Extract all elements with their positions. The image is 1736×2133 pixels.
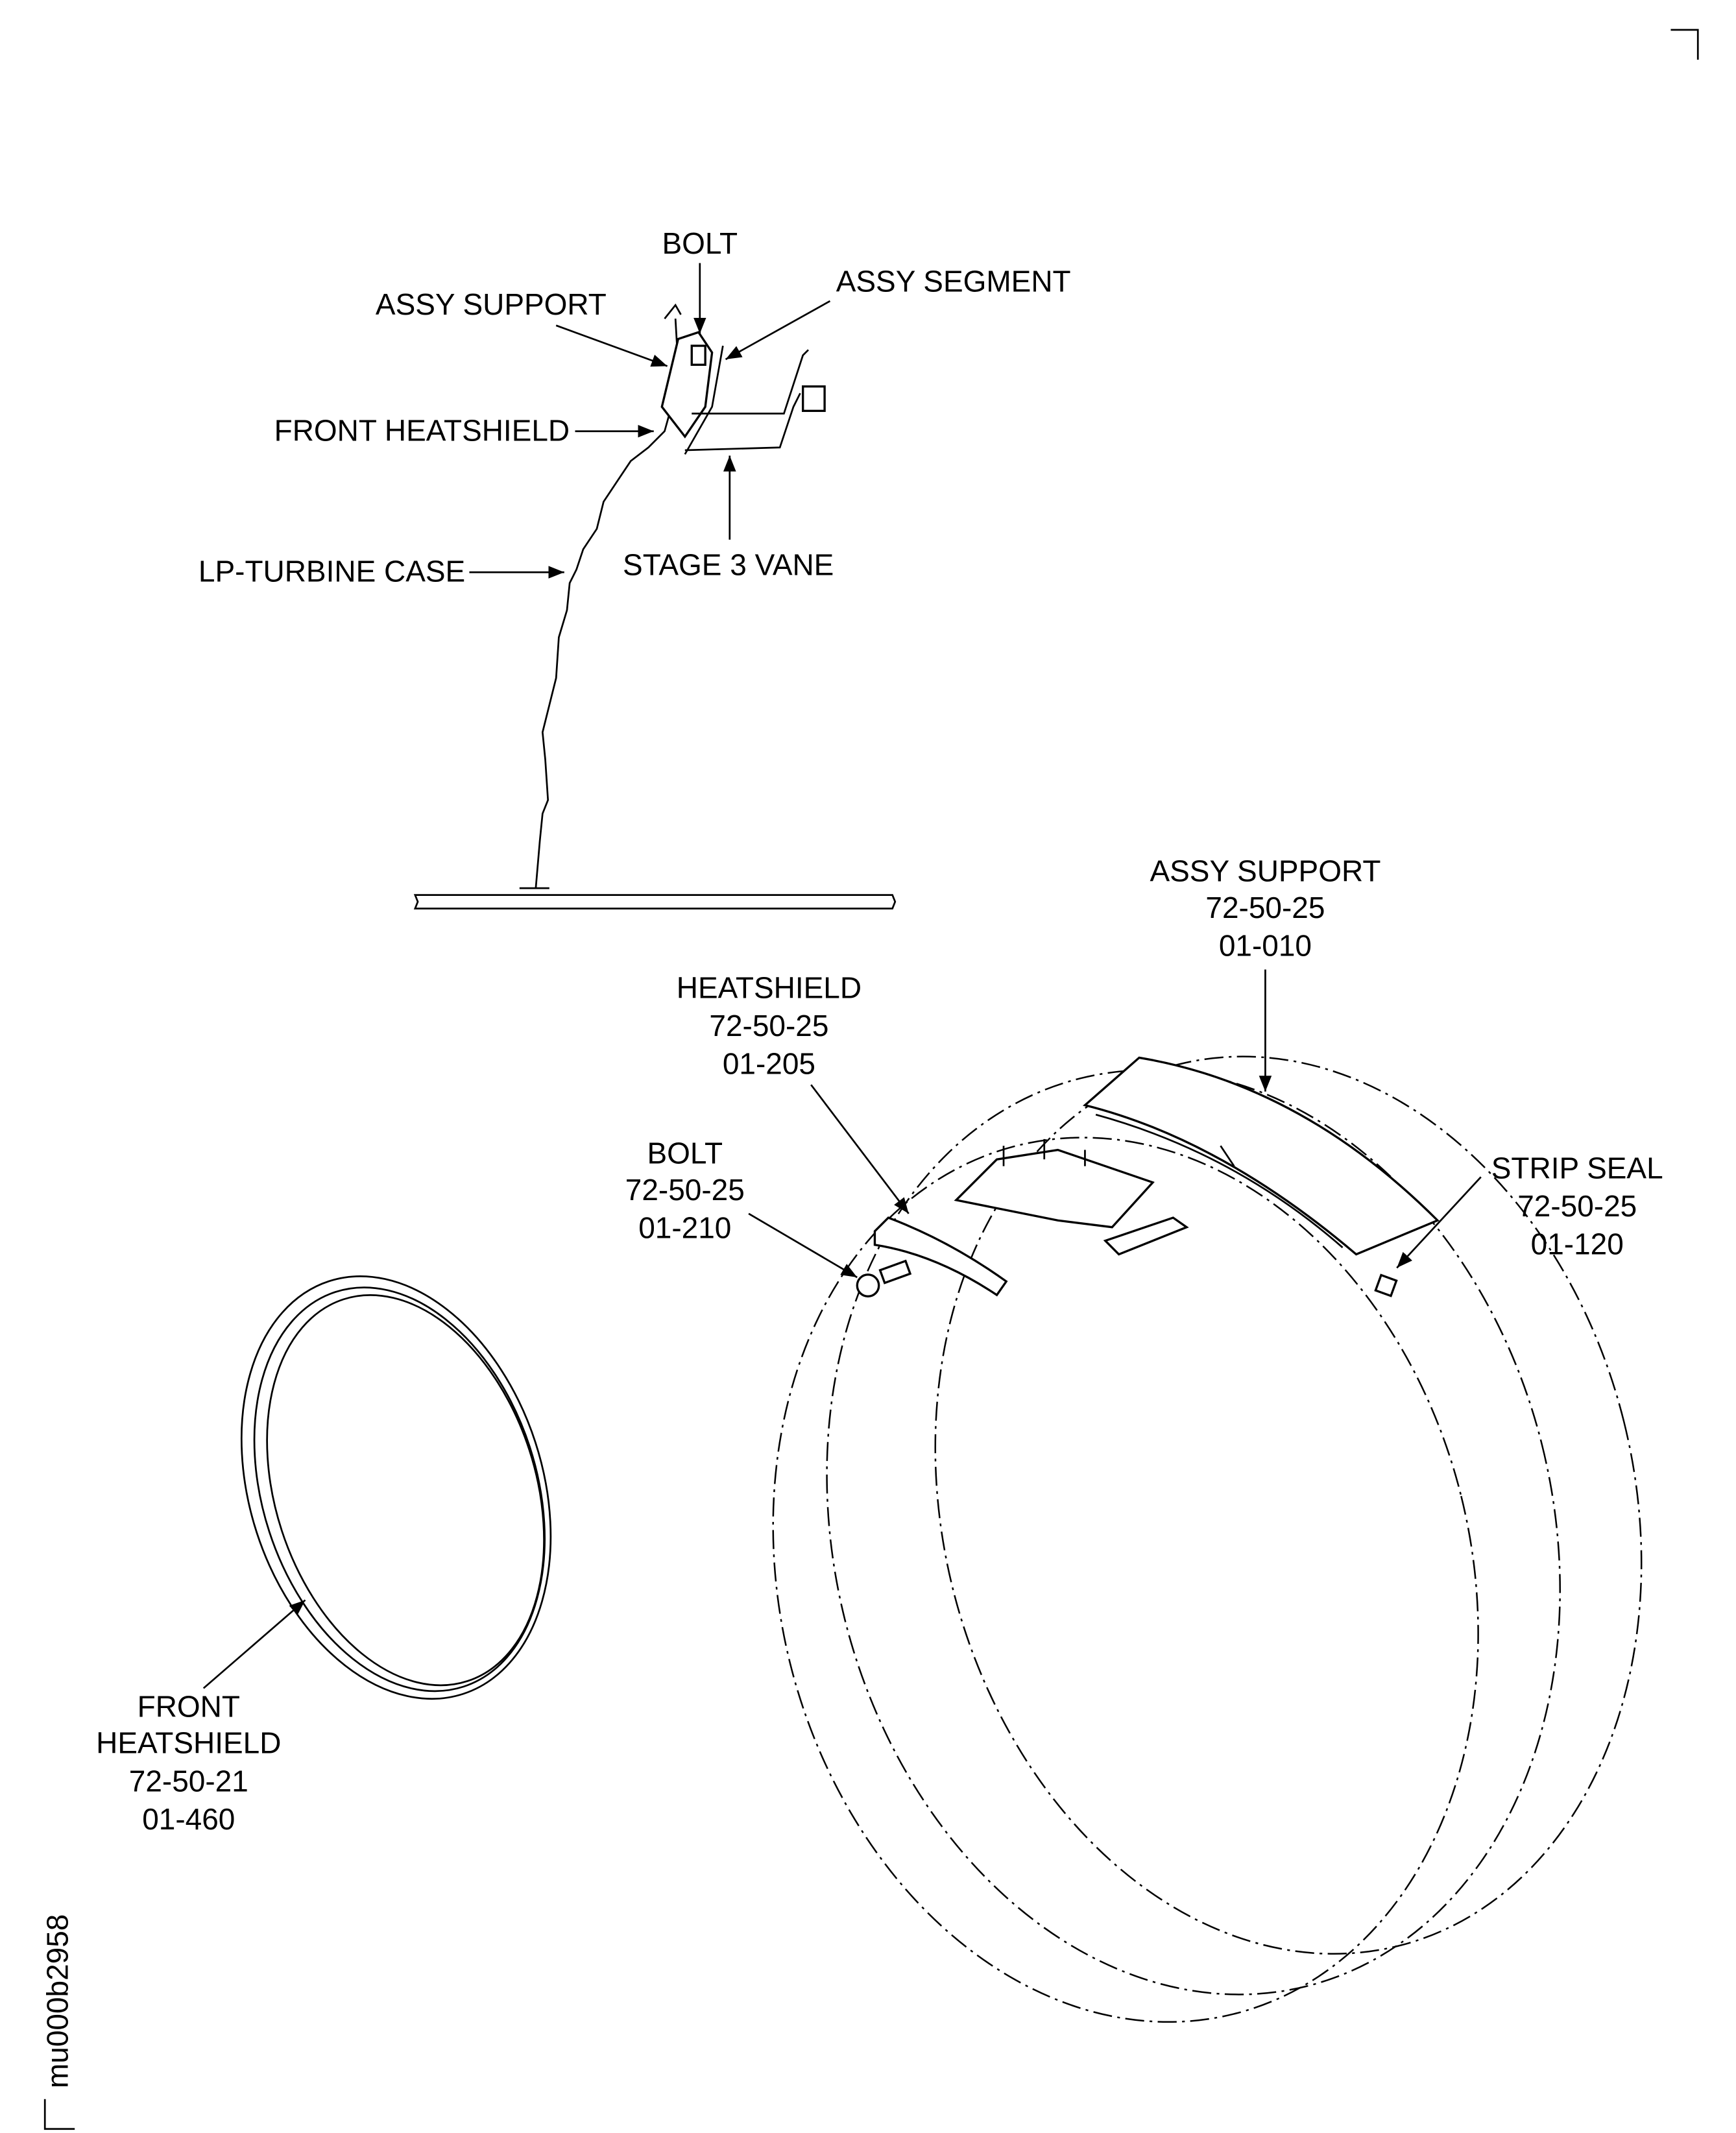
corner-mark-bottom-left <box>43 2099 75 2130</box>
label-stage3-vane: STAGE 3 VANE <box>623 548 834 581</box>
svg-text:01-010: 01-010 <box>1219 929 1312 963</box>
svg-text:72-50-25: 72-50-25 <box>709 1009 828 1042</box>
exploded-view: ASSY SUPPORT 72-50-25 01-010 HEATSHIELD … <box>96 854 1663 2023</box>
assy-support-part <box>1082 1056 1440 1256</box>
front-heatshield-ring <box>240 1275 552 1700</box>
bolt-part <box>856 1259 912 1297</box>
label-bolt: BOLT <box>662 226 738 260</box>
case-phantom-outer <box>772 1137 1479 2023</box>
bolt-part <box>690 344 706 366</box>
strip-seal-part <box>1374 1273 1398 1297</box>
svg-text:BOLT: BOLT <box>647 1136 723 1170</box>
label-front-heatshield-exploded: FRONT HEATSHIELD 72-50-21 01-460 <box>96 1689 281 1835</box>
assy-segment-part <box>684 345 724 455</box>
label-assy-support: ASSY SUPPORT <box>376 287 607 321</box>
label-bolt-exploded: BOLT 72-50-25 01-210 <box>625 1136 745 1244</box>
label-heatshield: HEATSHIELD 72-50-25 01-205 <box>677 970 862 1080</box>
svg-text:01-460: 01-460 <box>142 1802 235 1836</box>
svg-text:72-50-25: 72-50-25 <box>1205 891 1325 924</box>
lp-turbine-case-outline <box>535 319 679 889</box>
case-phantom-mid <box>826 1069 1561 1995</box>
heatshield-part <box>873 1216 1008 1297</box>
figure-id: mu000b2958 <box>41 1914 75 2088</box>
assy-segment-part <box>954 1148 1155 1229</box>
case-phantom-inner <box>934 1055 1643 1955</box>
label-strip-seal: STRIP SEAL 72-50-25 01-120 <box>1491 1151 1663 1260</box>
base-rail <box>413 894 897 910</box>
label-assy-support-exploded: ASSY SUPPORT 72-50-25 01-010 <box>1150 854 1380 963</box>
svg-text:FRONT: FRONT <box>138 1689 240 1723</box>
svg-text:HEATSHIELD: HEATSHIELD <box>96 1726 281 1760</box>
label-assy-segment: ASSY SEGMENT <box>836 264 1071 298</box>
svg-text:01-210: 01-210 <box>638 1211 731 1244</box>
svg-text:72-50-25: 72-50-25 <box>625 1173 745 1207</box>
svg-text:STRIP SEAL: STRIP SEAL <box>1491 1151 1663 1185</box>
stage3-vane-part <box>684 349 809 452</box>
svg-text:ASSY SUPPORT: ASSY SUPPORT <box>1150 854 1380 888</box>
svg-text:01-205: 01-205 <box>723 1046 815 1080</box>
label-lp-turbine-case: LP-TURBINE CASE <box>199 555 465 588</box>
svg-text:72-50-21: 72-50-21 <box>129 1764 248 1798</box>
label-front-heatshield: FRONT HEATSHIELD <box>274 413 570 447</box>
svg-text:HEATSHIELD: HEATSHIELD <box>677 970 862 1004</box>
svg-text:01-120: 01-120 <box>1531 1227 1624 1261</box>
section-view: BOLT ASSY SUPPORT ASSY SEGMENT FRONT HEA… <box>199 226 1071 910</box>
svg-text:72-50-25: 72-50-25 <box>1517 1189 1637 1223</box>
corner-mark-top-right <box>1670 29 1699 60</box>
